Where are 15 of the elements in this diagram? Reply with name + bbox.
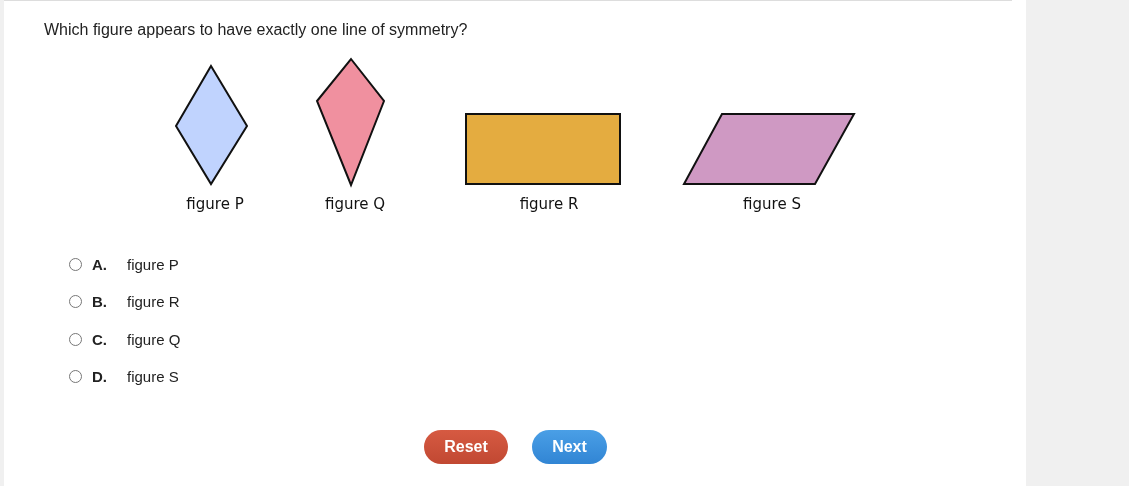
figure-caption: figure P — [186, 195, 244, 213]
option-letter: D. — [92, 368, 107, 385]
figure-caption: figure R — [519, 195, 579, 213]
reset-button: Reset — [424, 430, 508, 464]
option-text: figure R — [127, 293, 180, 310]
figure-caption: figure Q — [324, 195, 386, 213]
figure-caption: figure S — [743, 195, 801, 213]
next-button: Next — [532, 430, 607, 464]
question-text: Which figure appears to have exactly one line of symmetry? — [44, 21, 468, 39]
option-text: figure P — [127, 256, 179, 273]
option-text: figure Q — [127, 331, 181, 348]
option-letter: C. — [92, 331, 107, 348]
option-text: figure S — [127, 368, 179, 385]
option-letter: A. — [92, 256, 107, 273]
option-letter: B. — [92, 293, 107, 310]
